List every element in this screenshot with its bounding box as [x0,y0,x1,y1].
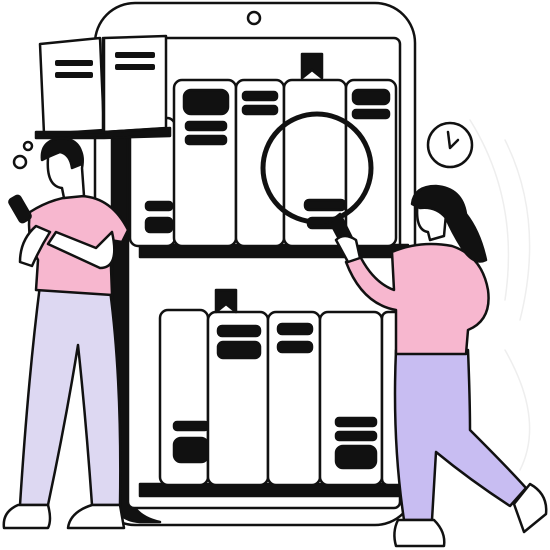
man-figure [2,136,130,530]
book-spine [234,78,286,248]
man-shoe [66,503,126,530]
woman-hand [334,234,362,264]
woman-figure [334,184,548,548]
man-hair [40,136,84,170]
man-pants [18,283,122,507]
man-shoe [2,503,52,530]
book-spine [206,310,270,487]
background-arcs [469,119,531,471]
clock-icon [426,121,474,169]
man-arm [46,230,116,270]
thought-bubble-icon [12,140,34,170]
bookmark-icon [214,288,238,314]
book-spine [266,310,322,487]
book-spine [158,308,210,487]
man-arm [18,224,52,268]
woman-hair [410,184,488,263]
woman-shoe [512,482,548,534]
bookmark-icon [300,52,324,80]
phone-camera [246,10,262,26]
bookshelf-icon [128,52,410,498]
phone-in-hand [8,194,32,224]
woman-pants [393,348,528,522]
woman-shoe [393,518,446,548]
book-spine [318,310,384,487]
book-spine [172,78,238,248]
open-book-icon [34,34,172,140]
